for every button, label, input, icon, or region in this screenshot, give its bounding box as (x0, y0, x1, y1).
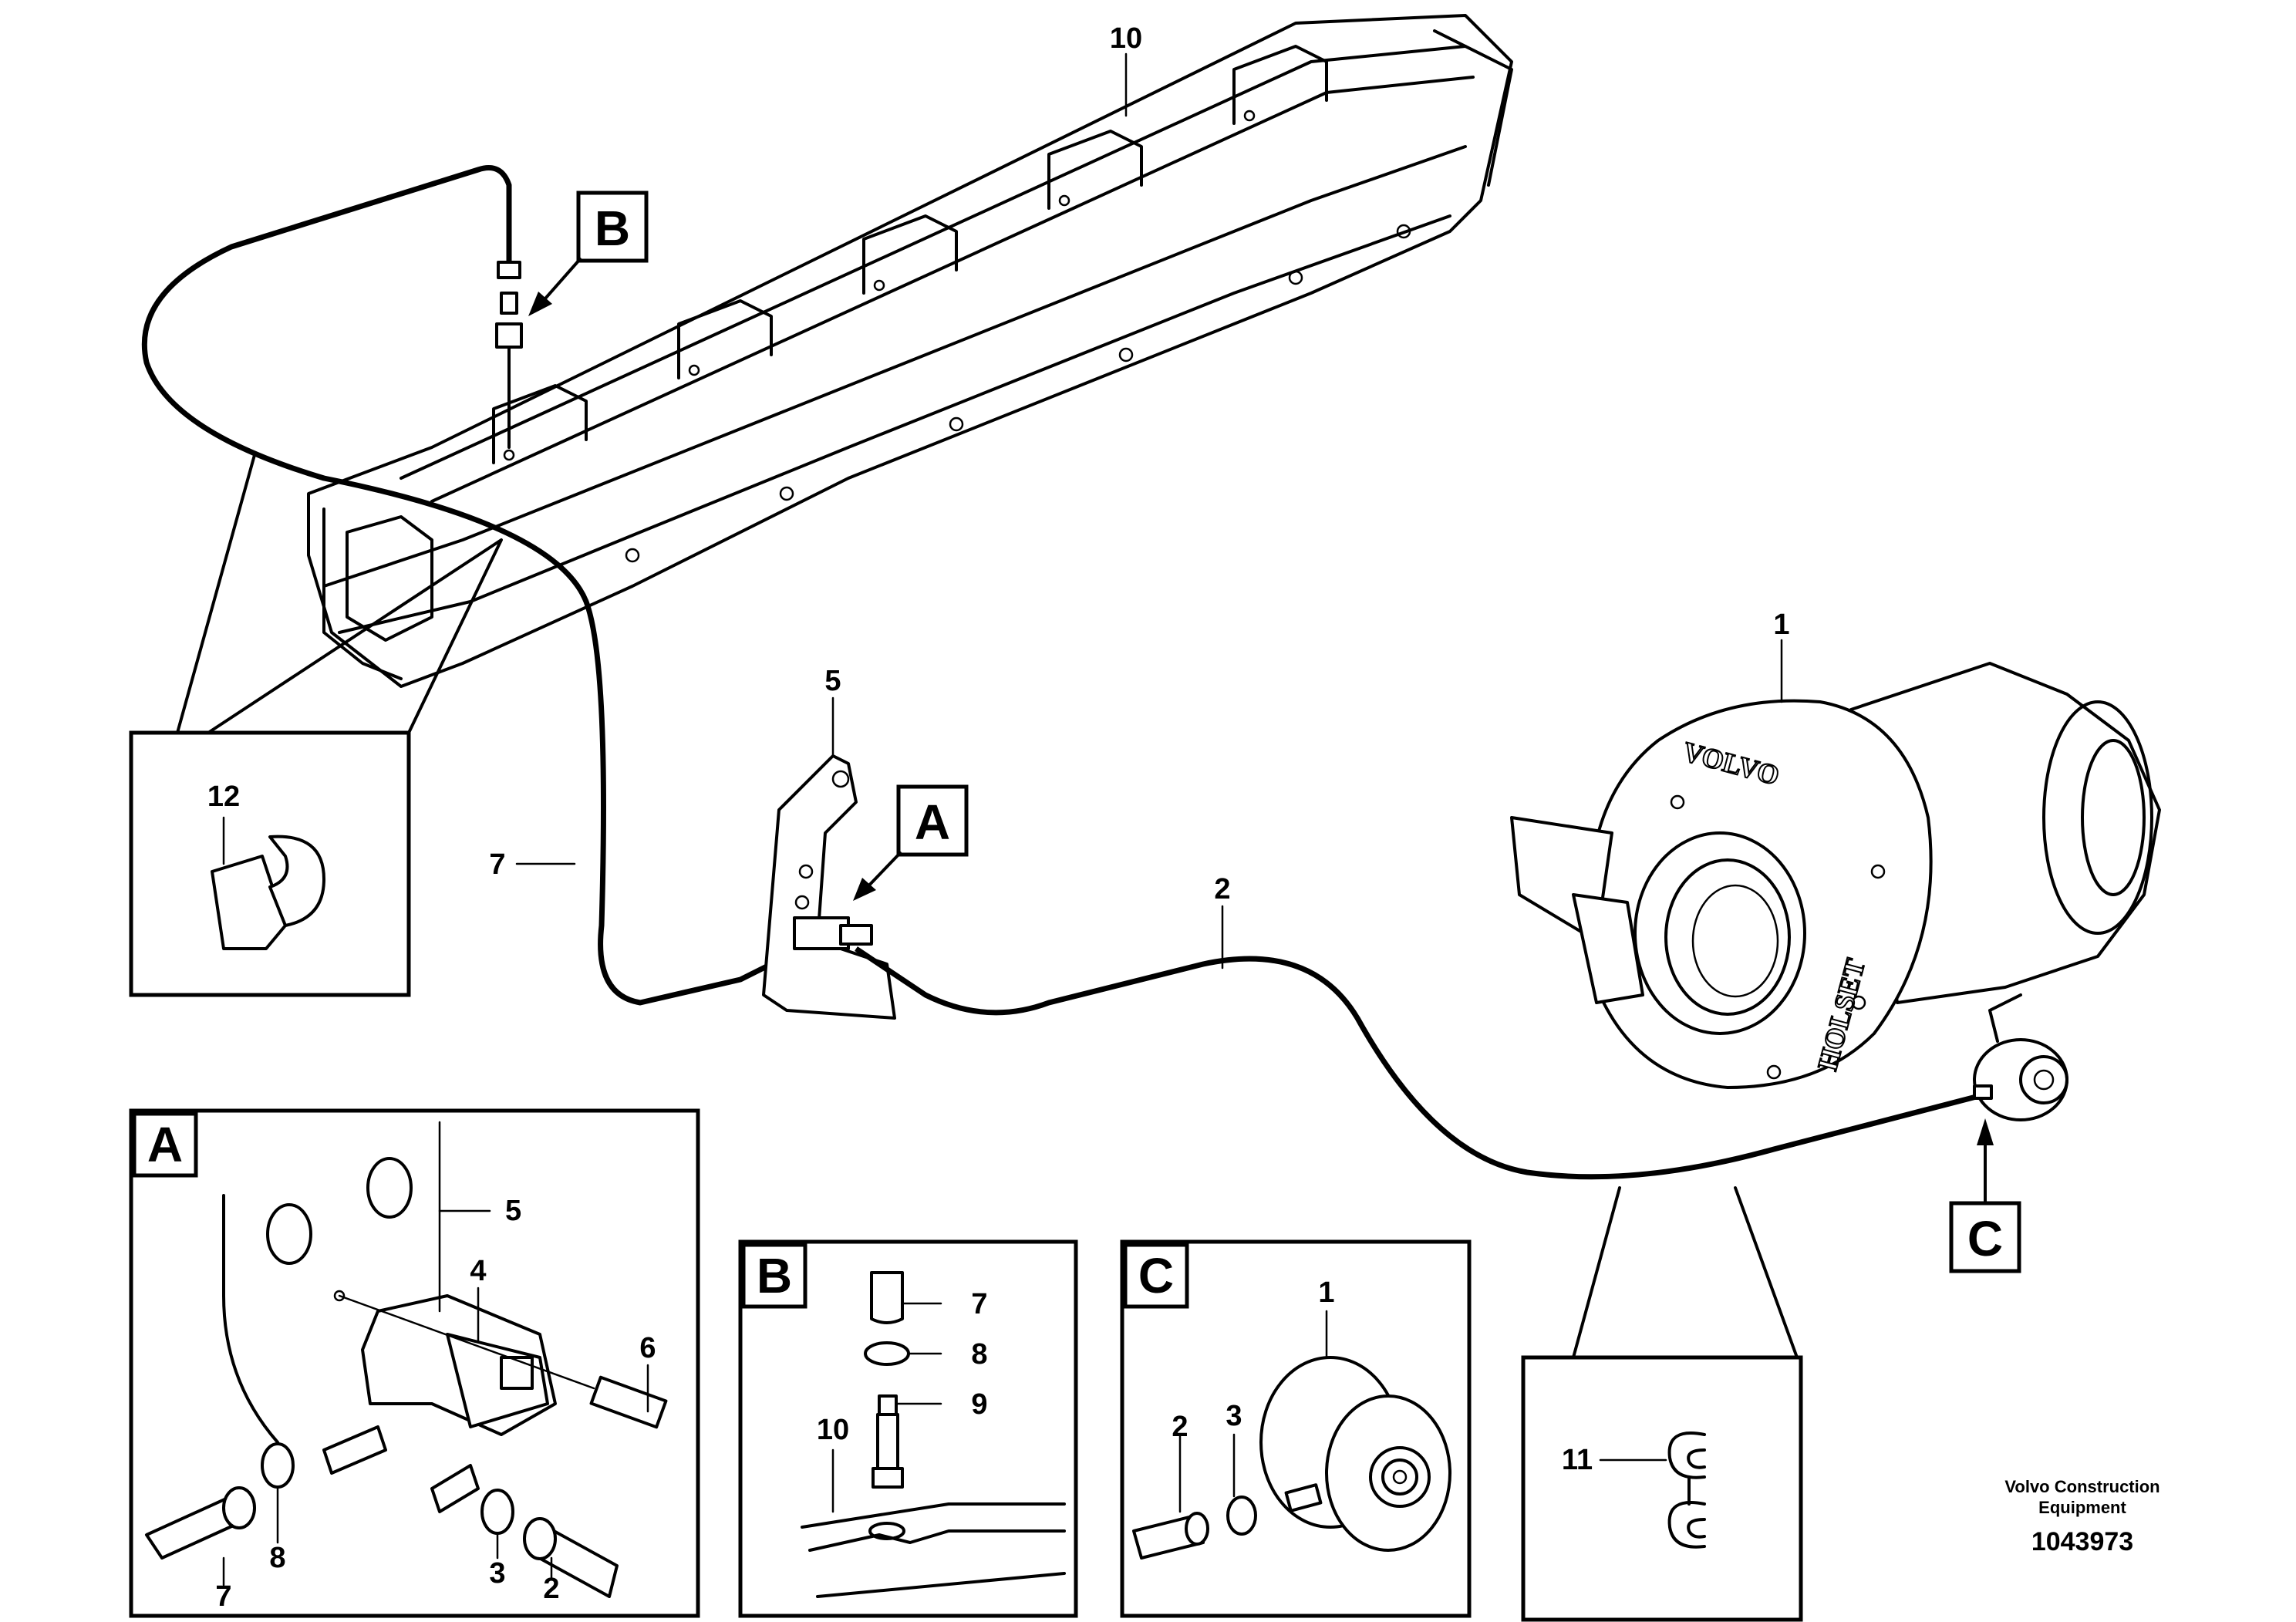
a-callout-5: 5 (505, 1195, 521, 1227)
a-callout-4: 4 (470, 1255, 486, 1287)
main-leaders (515, 52, 1783, 969)
valve-cover-assembly (307, 14, 1513, 688)
a-callout-3: 3 (489, 1557, 505, 1590)
c-callout-3: 3 (1226, 1400, 1242, 1432)
svg-text:B: B (595, 201, 630, 256)
svg-text:C: C (1967, 1211, 2003, 1266)
view-label-b-main: B (528, 191, 649, 316)
fitting-b-main (495, 261, 523, 449)
detail-box-a: A (129, 1108, 700, 1618)
b-callout-9: 9 (971, 1388, 987, 1421)
hose-2 (855, 946, 1983, 1180)
view-label-c-main: C (1949, 1118, 2021, 1273)
detail-box-b: B 7 8 9 10 (738, 1239, 1078, 1618)
callout-1-main: 1 (1773, 609, 1789, 641)
b-callout-7: 7 (971, 1288, 987, 1320)
detail-a-label: A (147, 1117, 183, 1172)
svg-text:A: A (915, 794, 950, 850)
c-callout-1: 1 (1318, 1276, 1334, 1309)
brand-line-1: Volvo Construction (2004, 1477, 2159, 1496)
callout-10-main: 10 (1110, 22, 1142, 55)
b-callout-8: 8 (971, 1338, 987, 1371)
hose-7 (141, 165, 788, 1006)
document-number: 1043973 (2031, 1527, 2133, 1556)
a-callout-2: 2 (543, 1573, 559, 1605)
detail-box-c: C 1 3 2 (1120, 1239, 1472, 1618)
detail-clip-11: 11 (1521, 1186, 1803, 1622)
callout-5-main: 5 (824, 665, 841, 697)
a-callout-8: 8 (269, 1542, 285, 1574)
detail-c-label: C (1138, 1248, 1174, 1303)
callout-7-main: 7 (489, 848, 505, 881)
turbocharger: VOLVO HOLSET (1510, 662, 2161, 1121)
b-callout-10: 10 (817, 1414, 849, 1446)
a-callout-7: 7 (215, 1580, 231, 1613)
brand-line-2: Equipment (2038, 1498, 2126, 1517)
view-label-a-main: A (853, 784, 969, 901)
c-callout-2: 2 (1172, 1411, 1188, 1443)
bracket-5-main (762, 754, 896, 1020)
callout-12: 12 (207, 781, 240, 813)
a-callout-6: 6 (639, 1332, 656, 1364)
detail-clip-12: 12 (129, 454, 503, 997)
callout-2-main: 2 (1214, 873, 1230, 905)
callout-11: 11 (1562, 1444, 1593, 1476)
detail-b-label: B (757, 1248, 792, 1303)
